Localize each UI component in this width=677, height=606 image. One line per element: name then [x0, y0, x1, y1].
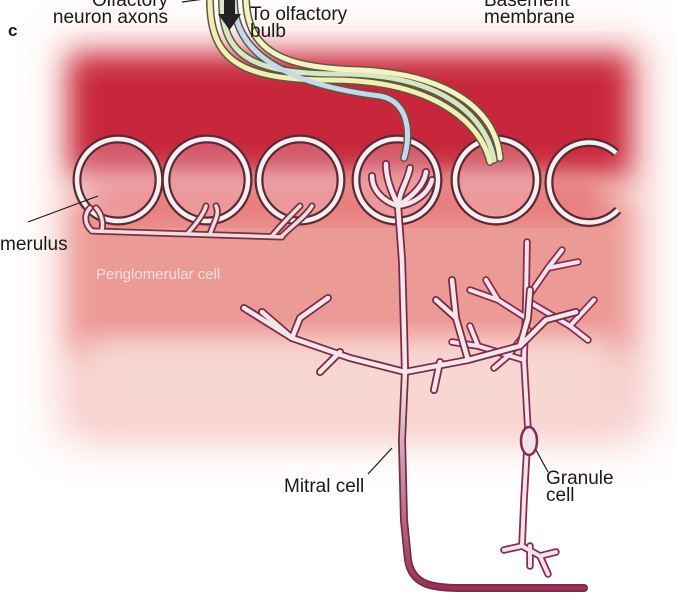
tissue-background — [60, 40, 650, 440]
olfactory-neuron-axons-label: Olfactory neuron axons — [48, 0, 168, 26]
panel-letter: c — [8, 22, 17, 39]
periglomerular-cell-label: Periglomerular cell — [96, 266, 220, 283]
mitral-cell-label: Mitral cell — [284, 478, 364, 495]
granule-line2: cell — [546, 487, 614, 504]
olfactory-label-line2: neuron axons — [48, 9, 168, 26]
to-olfactory-bulb-label: To olfactory bulb — [250, 6, 347, 40]
basement-line2: membrane — [484, 9, 575, 26]
basement-membrane-label: Basement membrane — [484, 0, 575, 26]
to-bulb-line2: bulb — [250, 23, 347, 40]
granule-cell-label: Granule cell — [546, 470, 614, 504]
glomerulus-label: merulus — [0, 236, 68, 253]
